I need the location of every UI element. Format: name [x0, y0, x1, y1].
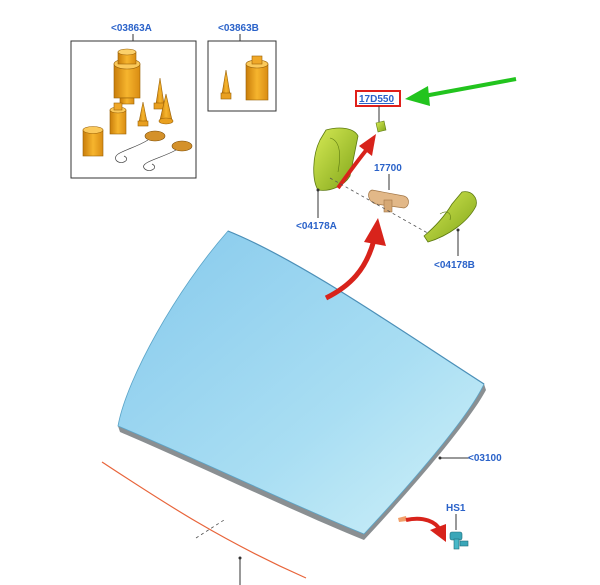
kit-b-label[interactable]: <03863B [218, 23, 259, 34]
sensor-clip-part [375, 120, 387, 133]
green-arrow-icon [405, 77, 517, 106]
cover-b-part [423, 191, 477, 243]
rearview-mirror-part [368, 189, 409, 213]
pad-part [115, 130, 193, 171]
windshield-part [117, 230, 486, 540]
hs1-origin-mark [398, 516, 407, 522]
highlight-label[interactable]: 17D550 [359, 94, 394, 105]
kit-b-nozzle-part [220, 69, 232, 100]
kit-a-label[interactable]: <03863A [111, 23, 152, 34]
reference-curve [101, 461, 307, 579]
windshield-label[interactable]: <03100 [468, 453, 502, 464]
kit-b-cartridge-part [245, 55, 269, 101]
curved-arrow-icon [405, 516, 446, 542]
hs1-screw-part [449, 531, 469, 550]
kit-b-group: <03863B [207, 23, 277, 112]
cover-b-label[interactable]: <04178B [434, 260, 475, 271]
highlight-box [355, 90, 401, 107]
curved-arrow-icon [336, 134, 376, 190]
mirror-label[interactable]: 17700 [374, 163, 402, 174]
kit-b-box [207, 40, 277, 112]
adapter-part [113, 48, 141, 105]
curved-arrow-icon [324, 218, 386, 301]
bottle-part [82, 102, 127, 157]
kit-a-group: <03863A [70, 23, 197, 179]
cover-a-label[interactable]: <04178A [296, 221, 337, 232]
hs1-label[interactable]: HS1 [446, 503, 466, 514]
nozzle-part [137, 77, 174, 127]
